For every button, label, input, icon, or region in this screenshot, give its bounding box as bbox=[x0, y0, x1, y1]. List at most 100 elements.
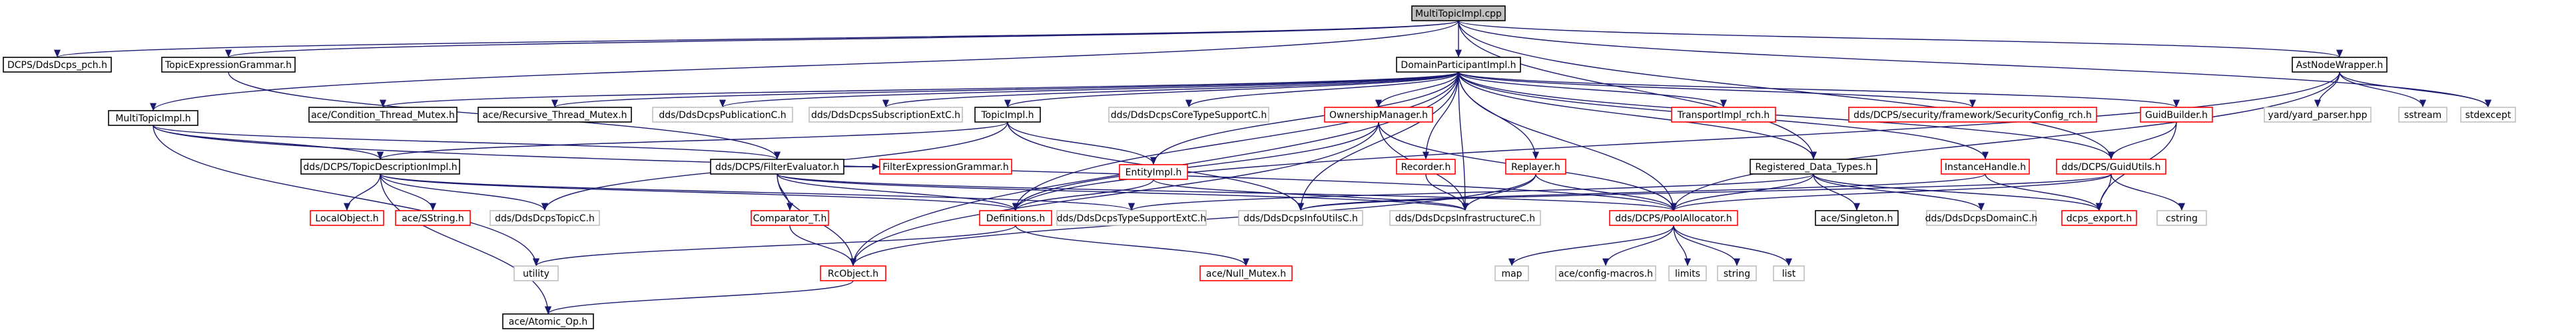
node-guidbuilder[interactable]: GuidBuilder.h bbox=[2140, 107, 2213, 123]
node-label: dds/DdsDcpsInfrastructureC.h bbox=[1395, 213, 1535, 224]
node-list[interactable]: list bbox=[1773, 265, 1805, 281]
node-localobject[interactable]: LocalObject.h bbox=[310, 210, 384, 226]
edge-astnodewrapper-to-sstream bbox=[2339, 71, 2426, 108]
node-limits[interactable]: limits bbox=[1668, 265, 1707, 281]
node-label: ace/Null_Mutex.h bbox=[1206, 269, 1286, 279]
edge-domainparticipantimpl-to-definitions bbox=[1012, 71, 1459, 211]
edge-topicdescriptionimpl-to-sstring bbox=[380, 173, 437, 211]
edge-guidbuilder-to-guidutils bbox=[2107, 121, 2177, 160]
edge-domainparticipantimpl-to-entityimpl bbox=[1150, 71, 1459, 165]
node-ddsdcpscoretypesupportc[interactable]: dds/DdsDcpsCoreTypeSupportC.h bbox=[1108, 107, 1269, 123]
node-box bbox=[751, 210, 829, 226]
node-label: EntityImpl.h bbox=[1126, 167, 1182, 178]
node-label: LocalObject.h bbox=[315, 213, 378, 224]
node-label: Definitions.h bbox=[986, 213, 1045, 224]
node-box bbox=[1750, 159, 1877, 175]
node-condition-thread-mutex[interactable]: ace/Condition_Thread_Mutex.h bbox=[308, 107, 458, 123]
node-ddsdcpstypesupportextc[interactable]: dds/DdsDcpsTypeSupportExtC.h bbox=[1056, 210, 1207, 226]
edge-multitopicimpl-cpp-to-registered-data-types bbox=[1458, 20, 1817, 160]
edge-domainparticipantimpl-to-recorder bbox=[1422, 71, 1459, 160]
node-singleton[interactable]: ace/Singleton.h bbox=[1815, 210, 1899, 226]
node-atomic-op[interactable]: ace/Atomic_Op.h bbox=[502, 313, 594, 329]
node-domainparticipantimpl[interactable]: DomainParticipantImpl.h bbox=[1396, 57, 1521, 73]
node-box bbox=[3, 57, 112, 73]
node-recorder[interactable]: Recorder.h bbox=[1396, 159, 1456, 175]
node-topicdescriptionimpl[interactable]: dds/DCPS/TopicDescriptionImpl.h bbox=[300, 159, 460, 175]
node-replayer[interactable]: Replayer.h bbox=[1505, 159, 1566, 175]
edge-multitopicimpl-cpp-to-guidutils bbox=[1458, 20, 2114, 160]
node-box bbox=[2056, 159, 2166, 175]
node-multitopicimpl-h[interactable]: MultiTopicImpl.h bbox=[108, 110, 198, 126]
node-config-macros[interactable]: ace/config-macros.h bbox=[1555, 265, 1656, 281]
node-securityconfig-rch[interactable]: dds/DCPS/security/framework/SecurityConf… bbox=[1848, 107, 2097, 123]
node-box bbox=[1926, 210, 2037, 226]
node-box bbox=[1108, 107, 1269, 123]
node-label: yard/yard_parser.hpp bbox=[2268, 110, 2368, 121]
node-instancehandle[interactable]: InstanceHandle.h bbox=[1941, 159, 2030, 175]
node-box bbox=[1848, 107, 2097, 123]
node-poolallocator[interactable]: dds/DCPS/PoolAllocator.h bbox=[1609, 210, 1738, 226]
node-definitions[interactable]: Definitions.h bbox=[979, 210, 1052, 226]
edge-registered-data-types-to-poolallocator bbox=[1670, 173, 1814, 211]
edge-poolallocator-to-string bbox=[1673, 225, 1741, 267]
node-label: ace/Atomic_Op.h bbox=[509, 317, 587, 327]
node-box bbox=[2140, 107, 2213, 123]
node-utility[interactable]: utility bbox=[513, 265, 559, 281]
node-recursive-thread-mutex[interactable]: ace/Recursive_Thread_Mutex.h bbox=[478, 107, 632, 123]
node-sstring[interactable]: ace/SString.h bbox=[395, 210, 471, 226]
node-label: stdexcept bbox=[2465, 110, 2511, 121]
node-label: dds/DdsDcpsCoreTypeSupportC.h bbox=[1111, 110, 1267, 121]
node-filterexpressiongrammar[interactable]: FilterExpressionGrammar.h bbox=[879, 159, 1012, 175]
node-entityimpl[interactable]: EntityImpl.h bbox=[1119, 164, 1188, 180]
node-label: ace/Singleton.h bbox=[1821, 213, 1893, 224]
edge-ownershipmanager-to-rcobject bbox=[850, 121, 1379, 267]
edge-rcobject-to-atomic-op bbox=[545, 280, 854, 315]
node-map[interactable]: map bbox=[1494, 265, 1529, 281]
edges-layer bbox=[54, 20, 2491, 315]
node-comparator-t[interactable]: Comparator_T.h bbox=[751, 210, 829, 226]
node-ddsdcps-pch[interactable]: DCPS/DdsDcps_pch.h bbox=[3, 57, 112, 73]
node-box bbox=[1609, 210, 1738, 226]
node-ddsdcpsinfoutilsc[interactable]: dds/DdsDcpsInfoUtilsC.h bbox=[1238, 210, 1363, 226]
node-ddsdcpssubscriptionextc[interactable]: dds/DdsDcpsSubscriptionExtC.h bbox=[808, 107, 963, 123]
edge-filterevaluator-to-poolallocator bbox=[777, 173, 1677, 211]
node-rcobject[interactable]: RcObject.h bbox=[820, 265, 886, 281]
node-yard-parser[interactable]: yard/yard_parser.hpp bbox=[2264, 107, 2372, 123]
edge-domainparticipantimpl-to-securityconfig-rch bbox=[1458, 71, 1976, 108]
node-astnodewrapper[interactable]: AstNodeWrapper.h bbox=[2292, 57, 2388, 73]
node-box bbox=[1668, 265, 1707, 281]
edge-entityimpl-to-definitions bbox=[1012, 179, 1154, 211]
node-sstream[interactable]: sstream bbox=[2398, 107, 2447, 123]
edge-multitopicimpl-cpp-to-astnodewrapper bbox=[1458, 20, 2343, 58]
edge-multitopicimpl-cpp-to-stdexcept bbox=[1458, 20, 2491, 108]
node-box bbox=[2264, 107, 2372, 123]
node-topicexpressiongrammar[interactable]: TopicExpressionGrammar.h bbox=[161, 57, 296, 73]
edge-domainparticipantimpl-to-registered-data-types bbox=[1458, 71, 1817, 160]
node-guidutils[interactable]: dds/DCPS/GuidUtils.h bbox=[2056, 159, 2166, 175]
node-stdexcept[interactable]: stdexcept bbox=[2460, 107, 2516, 123]
node-string[interactable]: string bbox=[1717, 265, 1757, 281]
node-ddsdcpsinfrastructurec[interactable]: dds/DdsDcpsInfrastructureC.h bbox=[1389, 210, 1541, 226]
node-label: utility bbox=[523, 269, 549, 279]
node-ddsdcpspublicationc[interactable]: dds/DdsDcpsPublicationC.h bbox=[652, 107, 793, 123]
node-null-mutex[interactable]: ace/Null_Mutex.h bbox=[1199, 265, 1293, 281]
edge-topicdescriptionimpl-to-definitions bbox=[380, 173, 1019, 211]
node-label: TopicImpl.h bbox=[980, 110, 1034, 121]
node-cstring[interactable]: cstring bbox=[2156, 210, 2207, 226]
node-label: dds/DdsDcpsPublicationC.h bbox=[659, 110, 786, 121]
node-box bbox=[108, 110, 198, 126]
edge-multitopicimpl-h-to-filterevaluator bbox=[153, 125, 781, 160]
edge-instancehandle-to-dcps-export bbox=[1985, 173, 2102, 211]
node-ddsdcpstopicc[interactable]: dds/DdsDcpsTopicC.h bbox=[489, 210, 600, 226]
node-label: dds/DdsDcpsDomainC.h bbox=[1925, 213, 2038, 224]
node-ownershipmanager[interactable]: OwnershipManager.h bbox=[1324, 107, 1433, 123]
node-ddsdcpsdomainc[interactable]: dds/DdsDcpsDomainC.h bbox=[1925, 210, 2038, 226]
node-dcps-export[interactable]: dcps_export.h bbox=[2061, 210, 2137, 226]
node-transportimpl-rch[interactable]: TransportImpl_rch.h bbox=[1671, 107, 1776, 123]
node-registered-data-types[interactable]: Registered_Data_Types.h bbox=[1750, 159, 1877, 175]
node-label: MultiTopicImpl.h bbox=[115, 113, 190, 124]
node-filterevaluator[interactable]: dds/DCPS/FilterEvaluator.h bbox=[710, 159, 844, 175]
node-box bbox=[1411, 5, 1506, 21]
edge-guidutils-to-ddsdcpsinfoutilsc bbox=[1297, 173, 2112, 211]
node-topicimpl[interactable]: TopicImpl.h bbox=[974, 107, 1041, 123]
